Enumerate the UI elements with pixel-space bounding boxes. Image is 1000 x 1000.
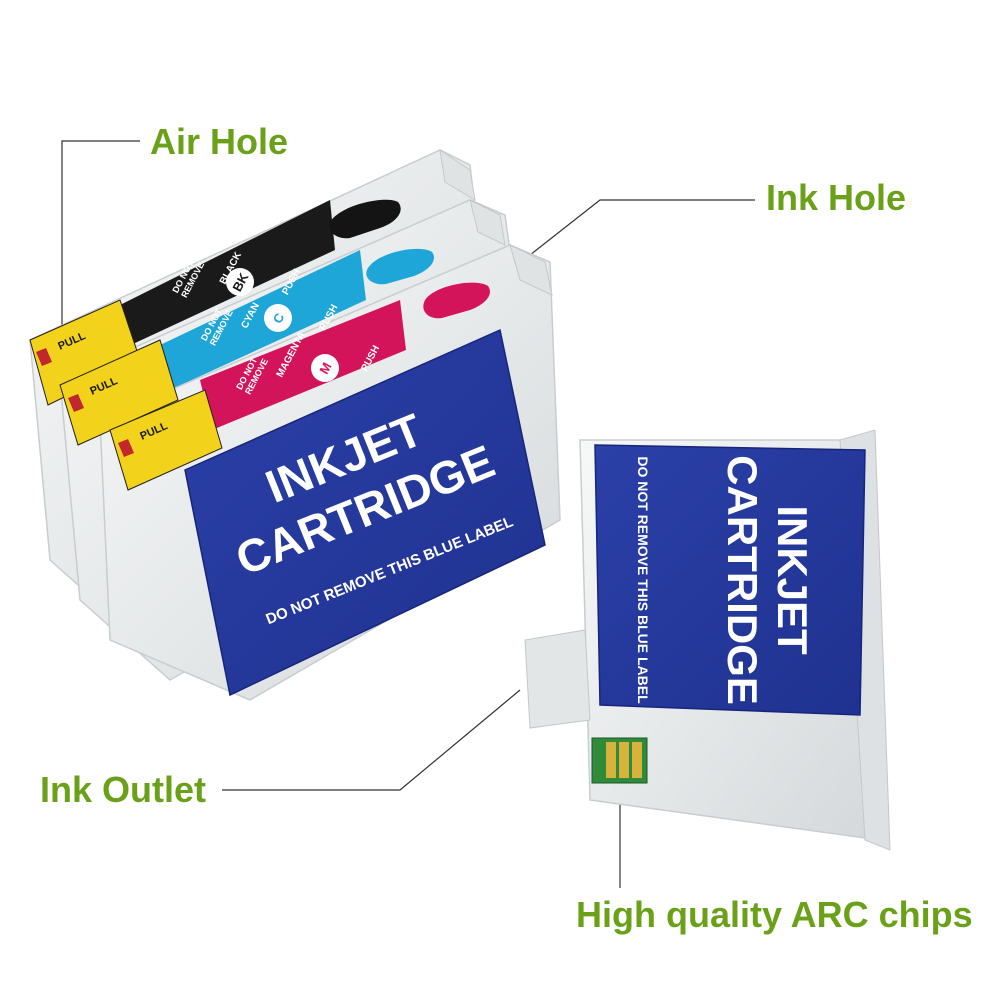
- magenta-badge: M: [311, 354, 339, 382]
- cyan-push-tab: [366, 248, 434, 285]
- air-hole-callout: Air Hole: [150, 121, 289, 162]
- cyan-color-band: [160, 250, 366, 390]
- ink-hole-leader: [529, 199, 755, 256]
- arc-chip: [591, 737, 648, 784]
- black-badge: BK: [226, 268, 254, 296]
- black-push-tab: [329, 199, 401, 239]
- ink-outlet-leader: [222, 689, 521, 791]
- side-blue-label: [594, 444, 866, 716]
- air-hole-leader: [61, 140, 140, 330]
- side-label-line2: CARTRIDGE: [719, 455, 766, 705]
- magenta-push-tab: [423, 282, 490, 319]
- side-label-notice: DO NOT REMOVE THIS BLUE LABEL: [635, 456, 651, 704]
- cartridge-magenta: [99, 244, 561, 701]
- cartridge-yellow-side: [524, 429, 891, 851]
- front-blue-label: [184, 328, 546, 697]
- ink-outlet-callout: Ink Outlet: [40, 769, 207, 810]
- chips-callout: High quality ARC chips: [576, 894, 973, 935]
- pull-stickers: [29, 299, 223, 491]
- side-label-text: INKJET CARTRIDGE DO NOT REMOVE THIS BLUE…: [635, 455, 816, 705]
- ink-hole-callout: Ink Hole: [766, 177, 907, 218]
- black-color-band: [110, 200, 335, 350]
- magenta-color-band: [200, 300, 406, 430]
- side-label-line1: INKJET: [769, 505, 816, 655]
- cyan-badge: C: [264, 304, 292, 332]
